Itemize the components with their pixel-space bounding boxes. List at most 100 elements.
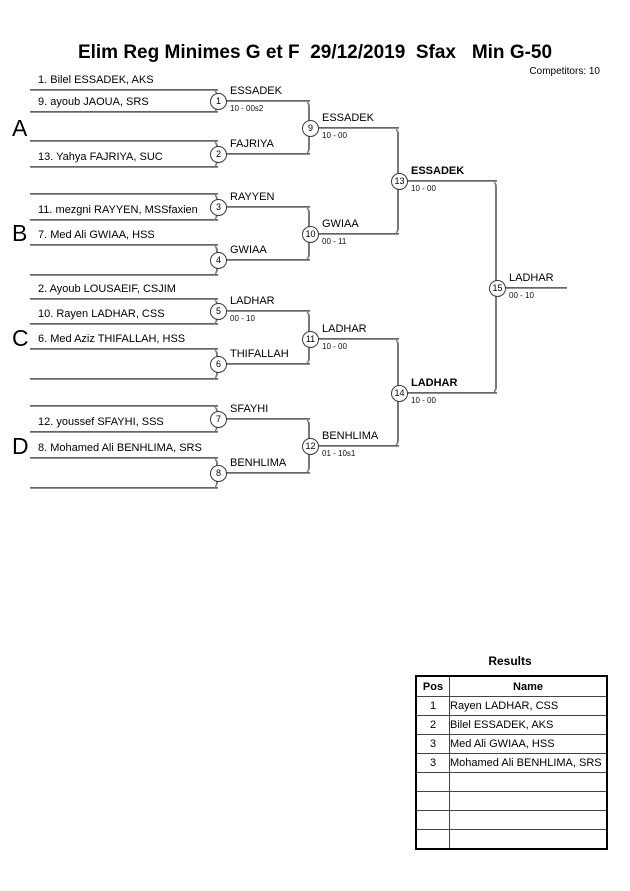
results-name-cell xyxy=(449,772,608,792)
competitors-count: Competitors: 10 xyxy=(529,66,600,77)
match-circle: 7 xyxy=(210,411,227,428)
bracket-line xyxy=(30,298,218,300)
bracket-line xyxy=(30,193,218,195)
bracket-line xyxy=(30,378,218,380)
bracket-line xyxy=(226,206,310,208)
bracket-line xyxy=(30,323,218,325)
bracket-line xyxy=(226,363,310,365)
winner-label: ESSADEK xyxy=(230,85,282,97)
match-score: 00 - 10 xyxy=(230,314,255,323)
bracket-line xyxy=(30,487,218,489)
winner-label: ESSADEK xyxy=(322,112,374,124)
bracket-line xyxy=(30,244,218,246)
winner-label: LADHAR xyxy=(230,295,275,307)
bracket-line xyxy=(226,472,310,474)
bracket-line xyxy=(30,219,218,221)
results-title: Results xyxy=(488,654,532,668)
match-circle: 1 xyxy=(210,93,227,110)
match-circle: 9 xyxy=(302,120,319,137)
results-table: Pos Name 1 Rayen LADHAR, CSS 2 Bilel ESS… xyxy=(415,675,608,850)
bracket-line xyxy=(30,166,218,168)
results-name-cell: Bilel ESSADEK, AKS xyxy=(449,715,608,735)
results-header-pos: Pos xyxy=(415,675,450,697)
bracket-line xyxy=(226,259,310,261)
match-circle: 13 xyxy=(391,173,408,190)
match-circle: 2 xyxy=(210,146,227,163)
player-slot-label: 2. Ayoub LOUSAEIF, CSJIM xyxy=(38,283,176,295)
group-label-d: D xyxy=(12,433,29,459)
winner-label: FAJRIYA xyxy=(230,138,274,150)
player-slot-label: 13. Yahya FAJRIYA, SUC xyxy=(38,151,163,163)
results-pos-cell: 3 xyxy=(415,753,450,773)
player-slot-label: 1. Bilel ESSADEK, AKS xyxy=(38,74,154,86)
match-score: 10 - 00 xyxy=(411,184,436,193)
match-score: 10 - 00 xyxy=(411,396,436,405)
results-row: 3 Med Ali GWIAA, HSS xyxy=(415,734,608,754)
match-score: 10 - 00 xyxy=(322,342,347,351)
match-circle: 5 xyxy=(210,303,227,320)
bracket-line xyxy=(407,180,497,182)
results-row: 1 Rayen LADHAR, CSS xyxy=(415,696,608,716)
results-row xyxy=(415,810,608,830)
results-row xyxy=(415,829,608,850)
match-circle: 15 xyxy=(489,280,506,297)
bracket-line xyxy=(505,287,567,289)
match-circle: 3 xyxy=(210,199,227,216)
results-row: 3 Mohamed Ali BENHLIMA, SRS xyxy=(415,753,608,773)
winner-label: GWIAA xyxy=(230,244,267,256)
results-name-cell: Med Ali GWIAA, HSS xyxy=(449,734,608,754)
page-title: Elim Reg Minimes G et F 29/12/2019 Sfax … xyxy=(77,42,553,63)
match-circle: 14 xyxy=(391,385,408,402)
bracket-line xyxy=(226,310,310,312)
match-circle: 12 xyxy=(302,438,319,455)
bracket-line xyxy=(318,127,399,129)
bracket-line xyxy=(30,405,218,407)
bracket-line xyxy=(318,445,399,447)
player-slot-label: 6. Med Aziz THIFALLAH, HSS xyxy=(38,333,186,345)
results-row xyxy=(415,791,608,811)
results-pos-cell xyxy=(415,829,450,850)
group-label-c: C xyxy=(12,325,29,351)
match-circle: 10 xyxy=(302,226,319,243)
results-pos-cell: 3 xyxy=(415,734,450,754)
bracket-line xyxy=(30,89,218,91)
winner-label: GWIAA xyxy=(322,218,359,230)
results-name-cell xyxy=(449,791,608,811)
results-pos-cell xyxy=(415,791,450,811)
match-circle: 8 xyxy=(210,465,227,482)
winner-label: LADHAR xyxy=(509,272,554,284)
winner-label: ESSADEK xyxy=(411,165,465,177)
group-label-b: B xyxy=(12,220,28,246)
match-score: 01 - 10s1 xyxy=(322,449,356,458)
player-slot-label: 9. ayoub JAOUA, SRS xyxy=(38,96,149,108)
group-label-a: A xyxy=(12,115,28,141)
results-row: 2 Bilel ESSADEK, AKS xyxy=(415,715,608,735)
match-score: 10 - 00 xyxy=(322,131,347,140)
winner-label: SFAYHI xyxy=(230,403,269,415)
bracket-line xyxy=(30,348,218,350)
player-slot-label: 10. Rayen LADHAR, CSS xyxy=(38,308,165,320)
winner-label: LADHAR xyxy=(411,377,458,389)
results-name-cell xyxy=(449,829,608,850)
results-header-name: Name xyxy=(449,675,608,697)
bracket-line xyxy=(30,111,218,113)
winner-label: RAYYEN xyxy=(230,191,275,203)
bracket-line xyxy=(30,140,218,142)
results-pos-cell xyxy=(415,772,450,792)
bracket-line xyxy=(226,418,310,420)
match-score: 00 - 11 xyxy=(322,237,347,246)
bracket-line xyxy=(226,153,310,155)
match-score: 00 - 10 xyxy=(509,291,534,300)
player-slot-label: 8. Mohamed Ali BENHLIMA, SRS xyxy=(38,442,202,454)
results-pos-cell: 2 xyxy=(415,715,450,735)
results-name-cell xyxy=(449,810,608,830)
match-score: 10 - 00s2 xyxy=(230,104,264,113)
bracket-line xyxy=(30,457,218,459)
player-slot-label: 12. youssef SFAYHI, SSS xyxy=(38,416,164,428)
results-name-cell: Mohamed Ali BENHLIMA, SRS xyxy=(449,753,608,773)
bracket-line xyxy=(30,431,218,433)
player-slot-label: 7. Med Ali GWIAA, HSS xyxy=(38,229,155,241)
results-pos-cell: 1 xyxy=(415,696,450,716)
match-circle: 6 xyxy=(210,356,227,373)
